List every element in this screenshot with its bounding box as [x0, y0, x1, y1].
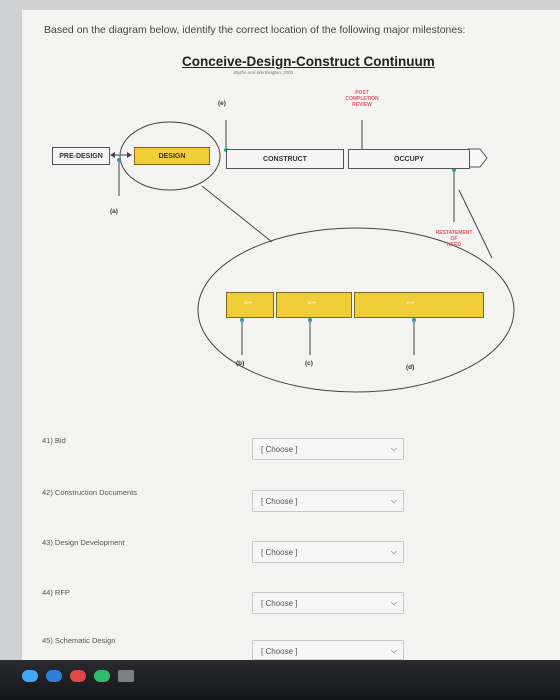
edge-icon[interactable]	[46, 670, 62, 682]
question-label-43: 43) Design Development	[42, 538, 125, 547]
answer-select-45-value: [ Choose ]	[261, 647, 298, 656]
phase-predesign: PRE-DESIGN	[52, 147, 110, 165]
question-label-45: 45) Schematic Design	[42, 636, 116, 645]
marker-d: (d)	[406, 364, 415, 371]
chevron-down-icon: ⌵	[390, 646, 397, 655]
answer-select-43-value: [ Choose ]	[261, 548, 298, 557]
chevron-down-icon: ⌵	[390, 444, 397, 453]
phase-construct: CONSTRUCT	[226, 149, 344, 169]
question-label-44: 44) RFP	[42, 588, 70, 597]
diagram-lines	[110, 120, 515, 393]
worksheet-page: Based on the diagram below, identify the…	[22, 10, 560, 660]
answer-select-44-value: [ Choose ]	[261, 599, 298, 608]
question-label-41: 41) Bid	[42, 436, 66, 445]
phase-design: DESIGN	[134, 147, 210, 165]
chevron-down-icon: ⌵	[390, 598, 397, 607]
diagram-title: Conceive-Design-Construct Continuum	[182, 54, 435, 69]
answer-select-42[interactable]: [ Choose ] ⌵	[252, 490, 404, 512]
diagram-subtitle: Blythe and Worthington, 2001	[234, 70, 294, 75]
maps-icon[interactable]	[94, 670, 110, 682]
detail-segment-2	[276, 292, 352, 318]
detail-segment-3	[354, 292, 484, 318]
app-icon[interactable]	[118, 670, 134, 682]
taskbar	[0, 660, 560, 700]
chevron-down-icon: ⌵	[390, 496, 397, 505]
detail-segment-1	[226, 292, 274, 318]
detail-pct-1: 30%	[244, 300, 253, 305]
detail-pct-3: 90%	[406, 300, 415, 305]
answer-select-45[interactable]: [ Choose ] ⌵	[252, 640, 404, 660]
question-label-42: 42) Construction Documents	[42, 488, 138, 497]
marker-b: (b)	[236, 360, 245, 367]
globe-icon[interactable]	[70, 670, 86, 682]
answer-select-43[interactable]: [ Choose ] ⌵	[252, 541, 404, 563]
marker-c: (c)	[305, 360, 313, 367]
marker-e: (e)	[218, 100, 226, 107]
chevron-down-icon: ⌵	[390, 547, 397, 556]
restatement-label: RESTATEMENT OF NEED	[435, 230, 473, 248]
answer-select-41-value: [ Choose ]	[261, 445, 298, 454]
answer-select-42-value: [ Choose ]	[261, 497, 298, 506]
post-completion-label: POST COMPLETION REVIEW	[345, 90, 379, 108]
marker-a: (a)	[110, 208, 118, 215]
chrome-icon[interactable]	[22, 670, 38, 682]
question-prompt: Based on the diagram below, identify the…	[44, 24, 466, 36]
answer-select-44[interactable]: [ Choose ] ⌵	[252, 592, 404, 614]
detail-pct-2: 60%	[308, 300, 317, 305]
answer-select-41[interactable]: [ Choose ] ⌵	[252, 438, 404, 460]
phase-occupy: OCCUPY	[348, 149, 470, 169]
